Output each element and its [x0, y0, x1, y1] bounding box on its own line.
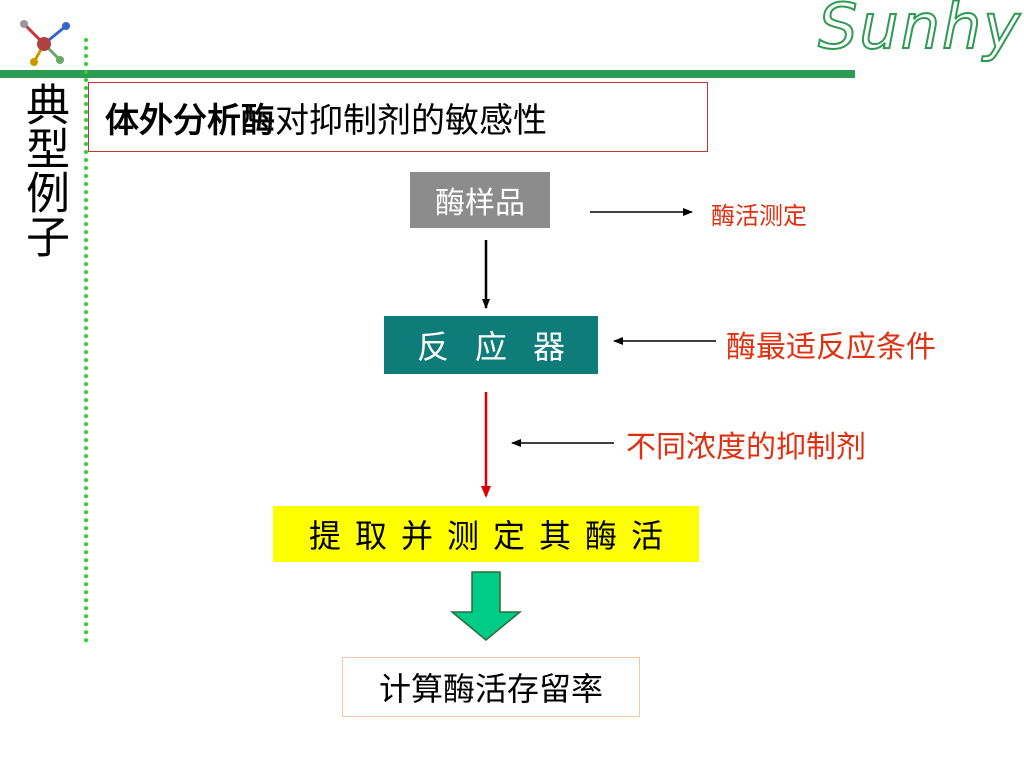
- reactor-box: 反应器: [384, 316, 598, 374]
- side-title: 典型例子: [18, 82, 69, 258]
- extract-measure-box: 提取并测定其酶活: [273, 506, 699, 562]
- optimal-conditions-label: 酶最适反应条件: [726, 330, 936, 365]
- slide-heading: 体外分析酶对抑制剂的敏感性: [88, 82, 708, 152]
- inhibitor-label: 不同浓度的抑制剂: [626, 430, 866, 465]
- assay-label: 酶活测定: [711, 202, 807, 230]
- dotted-separator: [84, 38, 88, 643]
- heading-rest-part: 对抑制剂的敏感性: [275, 100, 547, 141]
- block-down-arrow-icon: [449, 571, 523, 641]
- heading-bold-part: 体外分析酶: [105, 100, 275, 141]
- brand-watermark: Sunhy: [817, 0, 1022, 64]
- enzyme-sample-box: 酶样品: [410, 172, 550, 228]
- top-green-band: [0, 70, 855, 78]
- residual-activity-box: 计算酶活存留率: [342, 657, 640, 717]
- molecule-logo-icon: [20, 20, 70, 66]
